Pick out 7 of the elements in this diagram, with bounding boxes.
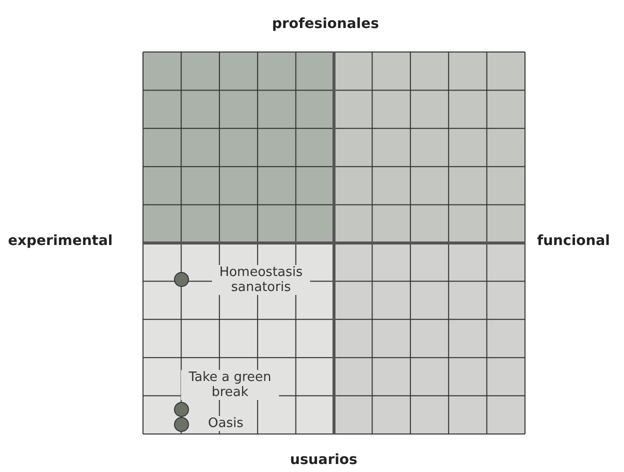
axis-label: usuarios <box>290 452 358 468</box>
axis-label: funcional <box>537 233 610 249</box>
axis-label: experimental <box>8 233 113 249</box>
point-label: Homeostasis sanatoris <box>212 265 310 295</box>
point-label: Take a green break <box>181 370 279 400</box>
point-label: Oasis <box>207 416 244 431</box>
axis-label: profesionales <box>272 16 379 32</box>
